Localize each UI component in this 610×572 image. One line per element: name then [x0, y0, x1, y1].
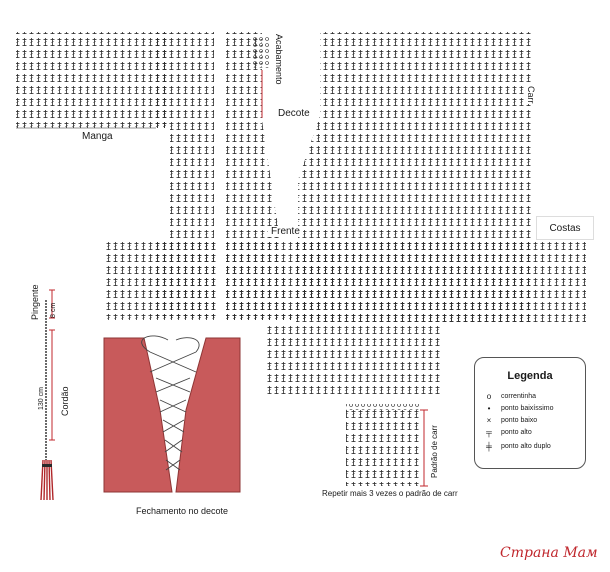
trim-label: Acabamento	[274, 34, 284, 85]
treble-crochet-icon: ╪	[486, 442, 492, 451]
legend-item-slip: • ponto baixíssimo	[485, 404, 554, 413]
legend-item-label: ponto baixíssimo	[501, 405, 554, 412]
single-crochet-icon: ×	[486, 416, 492, 425]
carr-pattern-block	[346, 404, 428, 487]
front-label: Frente	[268, 226, 303, 237]
watermark: Страна Мам	[500, 545, 598, 561]
lower-left-rows	[106, 238, 216, 320]
neck-trim	[253, 36, 269, 118]
legend-item-label: ponto baixo	[501, 417, 538, 424]
lower-center-rows	[266, 326, 442, 394]
cord-size-label: 130 cm	[38, 387, 45, 410]
cord-and-tassel	[40, 289, 55, 501]
carr-label: Carr	[526, 86, 536, 104]
legend-item-label: correntinha	[501, 393, 537, 400]
legend-item-treble: ╪ ponto alto duplo	[485, 442, 551, 451]
legend-item-double: ╤ ponto alto	[485, 428, 532, 437]
pendant-label: Pingente	[30, 284, 40, 320]
neck-closure-illustration	[103, 335, 241, 493]
chain-stitch-icon: o	[486, 392, 492, 401]
back-label: Costas	[536, 216, 594, 240]
legend-item-single: × ponto baixo	[485, 416, 538, 425]
legend-item-chain: o correntinha	[485, 392, 536, 401]
legend: Legenda o correntinha • ponto baixíssimo…	[474, 357, 586, 469]
sleeve-label: Manga	[82, 131, 113, 142]
cord-label: Cordão	[60, 386, 70, 416]
legend-item-label: ponto alto duplo	[501, 443, 551, 450]
carr-pattern-label: Padrão de carr	[430, 425, 439, 478]
pendant-size-label: 8 cm	[50, 302, 57, 318]
repeat-instruction-label: Repetir mais 3 vezes o padrão de carr	[322, 489, 458, 498]
back-chart	[296, 32, 586, 322]
double-crochet-icon: ╤	[486, 428, 492, 437]
tassel	[40, 459, 54, 501]
neckline-label: Decote	[276, 108, 312, 119]
legend-item-label: ponto alto	[501, 429, 532, 436]
lacing-cord	[141, 335, 200, 471]
neck-closure-label: Fechamento no decote	[136, 506, 229, 516]
slip-stitch-icon: •	[487, 404, 491, 413]
legend-title: Legenda	[507, 370, 553, 382]
